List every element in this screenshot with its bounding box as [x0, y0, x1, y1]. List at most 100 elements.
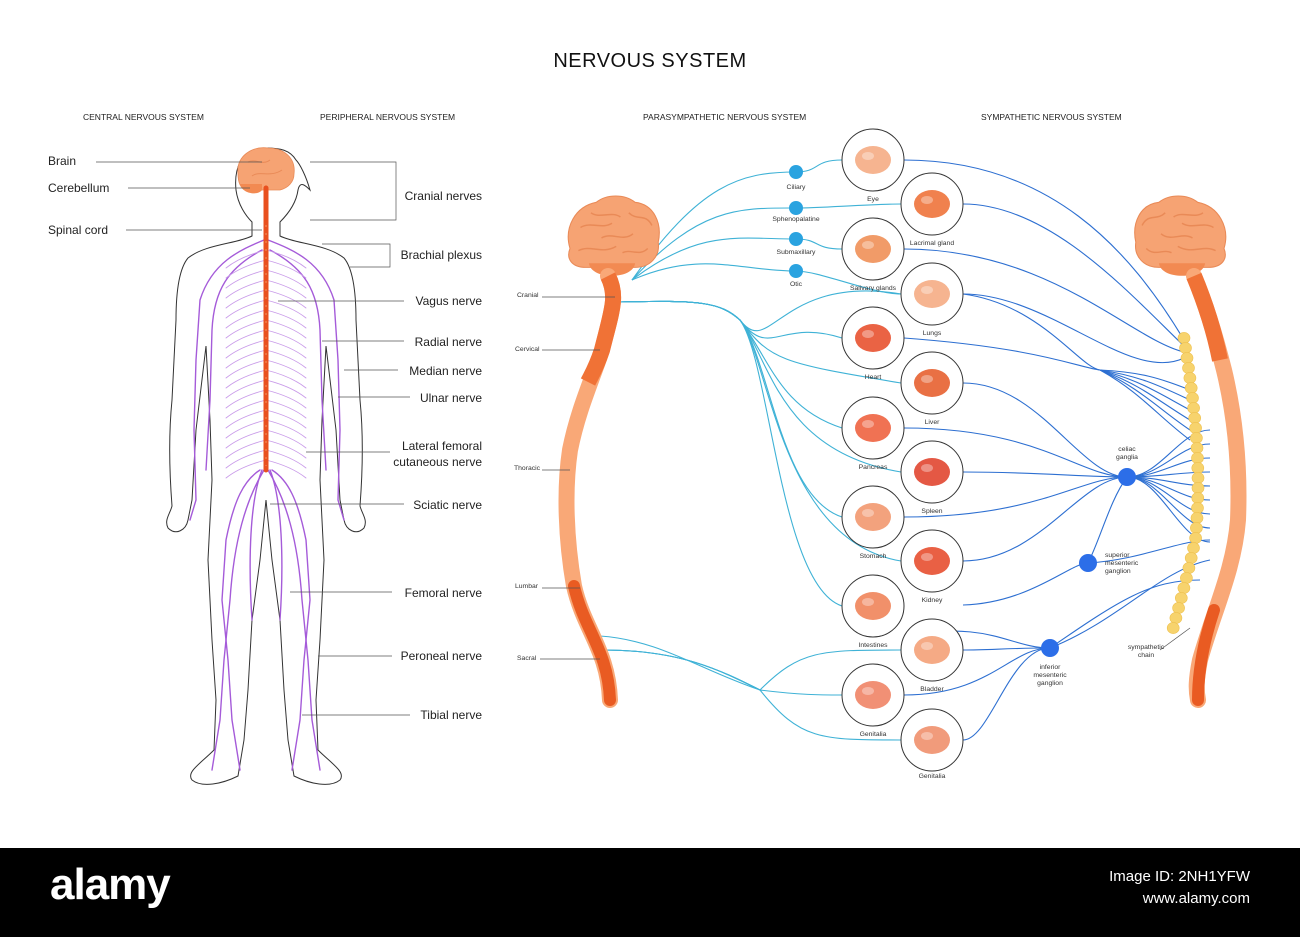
salivary-glands-highlight: [862, 241, 874, 249]
nerve-branch: [265, 429, 307, 449]
para-ganglion: [789, 165, 803, 179]
symp-nerve-chain: [1099, 369, 1191, 431]
spleen-icon: [914, 458, 950, 486]
nerve-branch: [265, 329, 307, 349]
symp-ganglion: [1041, 639, 1059, 657]
label-brain: Brain: [48, 154, 77, 168]
nerve-branch: [225, 439, 267, 459]
label-genitalia-male: Genitalia: [918, 773, 946, 780]
label-superior-3: ganglion: [1105, 568, 1131, 575]
chain-bead: [1180, 352, 1194, 364]
symp-ganglion: [1079, 554, 1097, 572]
label-intestines: Intestines: [858, 642, 888, 649]
heart-icon: [855, 324, 891, 352]
label-ulnar-nerve: Ulnar nerve: [419, 391, 482, 405]
section-sympathetic: SYMPATHETIC NERVOUS SYSTEM: [981, 112, 1122, 122]
nerve-branch: [225, 279, 267, 299]
label-radial-nerve: Radial nerve: [414, 335, 482, 349]
nerve-branch: [265, 399, 307, 419]
symp-nerve-celiac: [962, 382, 1128, 478]
genitalia-male-highlight: [921, 732, 933, 740]
kidney-highlight: [921, 553, 933, 561]
para-nerve-organ: [795, 238, 843, 250]
symp-nerve-thoracic: [962, 293, 1101, 371]
nerve-branch: [265, 419, 307, 439]
nerve-branch: [265, 449, 307, 469]
image-credit: Image ID: 2NH1YFW www.alamy.com: [1109, 866, 1250, 910]
lacrimal-gland-highlight: [921, 196, 933, 204]
chain-bead: [1191, 452, 1204, 464]
chain-bead: [1190, 522, 1203, 534]
symp-nerve-inferior: [962, 647, 1051, 651]
nerve-branch: [265, 359, 307, 379]
nerve-branch: [225, 369, 267, 389]
chain-bead: [1182, 562, 1196, 574]
symp-nerve-celiac: [903, 427, 1128, 478]
nerve-branch: [265, 299, 307, 319]
chain-bead: [1190, 442, 1204, 454]
symp-nerve-upper: [903, 248, 1185, 353]
label-cranial: Cranial: [517, 292, 539, 299]
chain-bead: [1177, 332, 1191, 344]
section-pns: PERIPHERAL NERVOUS SYSTEM: [320, 112, 456, 122]
label-celiac-2: ganglia: [1116, 454, 1138, 461]
label-genitalia-female: Genitalia: [859, 731, 887, 738]
symp-nerve-upper: [962, 293, 1185, 364]
nerve-branch: [225, 399, 267, 419]
para-ganglion: [789, 232, 803, 246]
symp-nerve-celiac: [962, 476, 1128, 562]
nerve-branch: [225, 309, 267, 329]
nerve-branch: [265, 279, 307, 299]
nerve-branch: [225, 319, 267, 339]
chain-bead: [1180, 572, 1193, 584]
symp-nerve-upper: [962, 203, 1185, 347]
nerve-branch: [265, 249, 307, 269]
salivary-glands-icon: [855, 235, 891, 263]
nerve-branch: [225, 299, 267, 319]
stomach-highlight: [862, 509, 874, 517]
diagram-canvas: NERVOUS SYSTEM CENTRAL NERVOUS SYSTEM PE…: [48, 50, 1247, 785]
chain-bead: [1189, 532, 1202, 544]
intestines-icon: [855, 592, 891, 620]
label-kidney: Kidney: [921, 597, 943, 604]
label-chain-2: chain: [1137, 652, 1155, 659]
nerve-branch: [265, 379, 307, 399]
chain-bead: [1187, 542, 1200, 554]
nerve-branch: [265, 439, 307, 459]
lungs-highlight: [921, 286, 933, 294]
nerve-branch: [225, 449, 267, 469]
alamy-logo: alamy: [50, 860, 171, 909]
nerve-branch: [265, 459, 307, 479]
liver-icon: [914, 369, 950, 397]
para-nerve-vagus: [619, 300, 843, 339]
label-salivary-glands: Salivary glands: [849, 285, 897, 292]
nerve-branch: [265, 349, 307, 369]
nerve-branch: [225, 419, 267, 439]
label-chain-1: sympathetic: [1127, 644, 1165, 651]
kidney-icon: [914, 547, 950, 575]
label-stomach: Stomach: [859, 553, 887, 560]
nerve-branch: [265, 389, 307, 409]
chain-bead: [1166, 622, 1180, 634]
nerve-branch: [225, 429, 267, 449]
label-sciatic-nerve: Sciatic nerve: [413, 498, 482, 512]
label-spinal-cord: Spinal cord: [48, 223, 109, 237]
symp-ganglion: [1118, 468, 1136, 486]
chain-bead: [1169, 612, 1183, 624]
stomach-icon: [855, 503, 891, 531]
intestines-highlight: [862, 598, 874, 606]
nerve-branch: [225, 409, 267, 429]
symp-nerve-celiac: [962, 471, 1128, 478]
chain-bead: [1191, 492, 1205, 504]
symp-nerve-upper: [903, 159, 1185, 341]
para-nerve-vagus: [619, 300, 843, 429]
chain-bead: [1184, 382, 1198, 394]
nerve-branch: [225, 349, 267, 369]
symp-nerve-chain: [1099, 369, 1191, 411]
genitalia-female-highlight: [862, 687, 874, 695]
nerve-branch: [265, 309, 307, 329]
nerve-branch: [265, 319, 307, 339]
chain-bead: [1191, 472, 1205, 484]
chain-bead: [1191, 462, 1205, 474]
label-inferior-1: inferior: [1039, 664, 1061, 671]
